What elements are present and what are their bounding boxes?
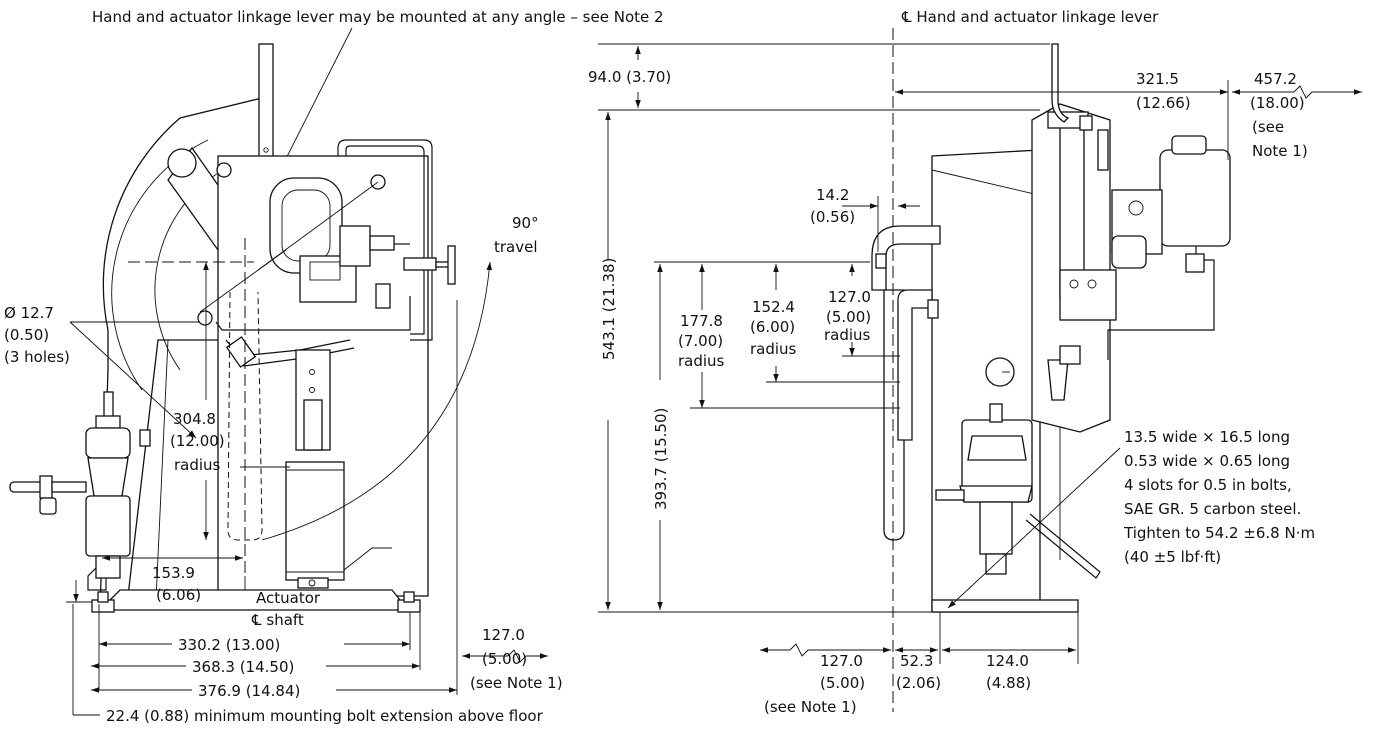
travel-degrees: 90°	[512, 214, 539, 232]
actuator-shaft-label: ℄ shaft	[251, 611, 304, 629]
dim-127-bottom-in: (5.00)	[820, 674, 865, 692]
slots-line2: 0.53 wide × 0.65 long	[1124, 452, 1290, 470]
dim-376: 376.9 (14.84)	[198, 682, 300, 700]
radius-152: 152.4	[752, 298, 795, 316]
radius-127-in: (5.00)	[826, 308, 871, 326]
front-radius-line3: radius	[174, 456, 221, 474]
note-lever-centerline: ℄ Hand and actuator linkage lever	[901, 8, 1159, 26]
front-dim-153-in: (6.06)	[156, 586, 201, 604]
holes-count: (3 holes)	[4, 348, 70, 366]
front-dim-127-note: (see Note 1)	[470, 674, 563, 692]
dim-457-in: (18.00)	[1250, 94, 1305, 112]
dim-94: 94.0 (3.70)	[588, 68, 671, 86]
slots-line6: (40 ±5 lbf·ft)	[1124, 548, 1221, 566]
dim-457-note: Note 1)	[1252, 142, 1308, 160]
note-bolt-extension: 22.4 (0.88) minimum mounting bolt extens…	[106, 707, 544, 725]
dim-321-in: (12.66)	[1136, 94, 1191, 112]
dim-124: 124.0	[986, 652, 1029, 670]
radius-127-label: radius	[824, 326, 871, 344]
radius-127: 127.0	[828, 288, 871, 306]
radius-177-label: radius	[678, 352, 725, 370]
dim-457-see: (see	[1252, 118, 1284, 136]
slots-line5: Tighten to 54.2 ±6.8 N·m	[1123, 524, 1315, 542]
dim-393: 393.7 (15.50)	[652, 408, 670, 510]
hand-lever	[258, 43, 274, 163]
note-lever-angle: Hand and actuator linkage lever may be m…	[92, 8, 664, 26]
dim-52: 52.3	[900, 652, 933, 670]
radius-152-in: (6.00)	[750, 318, 795, 336]
front-dim-127: 127.0	[482, 626, 525, 644]
slots-line3: 4 slots for 0.5 in bolts,	[1124, 476, 1292, 494]
dim-14: 14.2	[816, 186, 849, 204]
slots-line1: 13.5 wide × 16.5 long	[1124, 428, 1290, 446]
dim-124-in: (4.88)	[986, 674, 1031, 692]
radius-177: 177.8	[680, 312, 723, 330]
front-dim-153: 153.9	[152, 564, 195, 582]
dim-457: 457.2	[1254, 70, 1297, 88]
dim-14-in: (0.56)	[810, 208, 855, 226]
front-dim-127-in: (5.00)	[482, 650, 527, 668]
radius-152-label: radius	[750, 340, 797, 358]
travel-label: travel	[494, 238, 538, 256]
dim-543: 543.1 (21.38)	[600, 258, 618, 360]
front-radius-line1: 304.8	[173, 410, 216, 428]
side-view	[871, 43, 1231, 613]
dim-321: 321.5	[1136, 70, 1179, 88]
holes-dia: Ø 12.7	[4, 304, 54, 322]
dim-127-bottom: 127.0	[820, 652, 863, 670]
dim-330: 330.2 (13.00)	[178, 636, 280, 654]
front-view	[9, 43, 456, 613]
slots-line4: SAE GR. 5 carbon steel.	[1124, 500, 1301, 518]
dim-52-in: (2.06)	[896, 674, 941, 692]
actuator-label: Actuator	[256, 589, 321, 607]
dim-127-bottom-note: (see Note 1)	[764, 698, 857, 716]
front-radius-line2: (12.00)	[170, 432, 225, 450]
dim-368: 368.3 (14.50)	[192, 658, 294, 676]
radius-177-in: (7.00)	[678, 332, 723, 350]
holes-dia-in: (0.50)	[4, 326, 49, 344]
